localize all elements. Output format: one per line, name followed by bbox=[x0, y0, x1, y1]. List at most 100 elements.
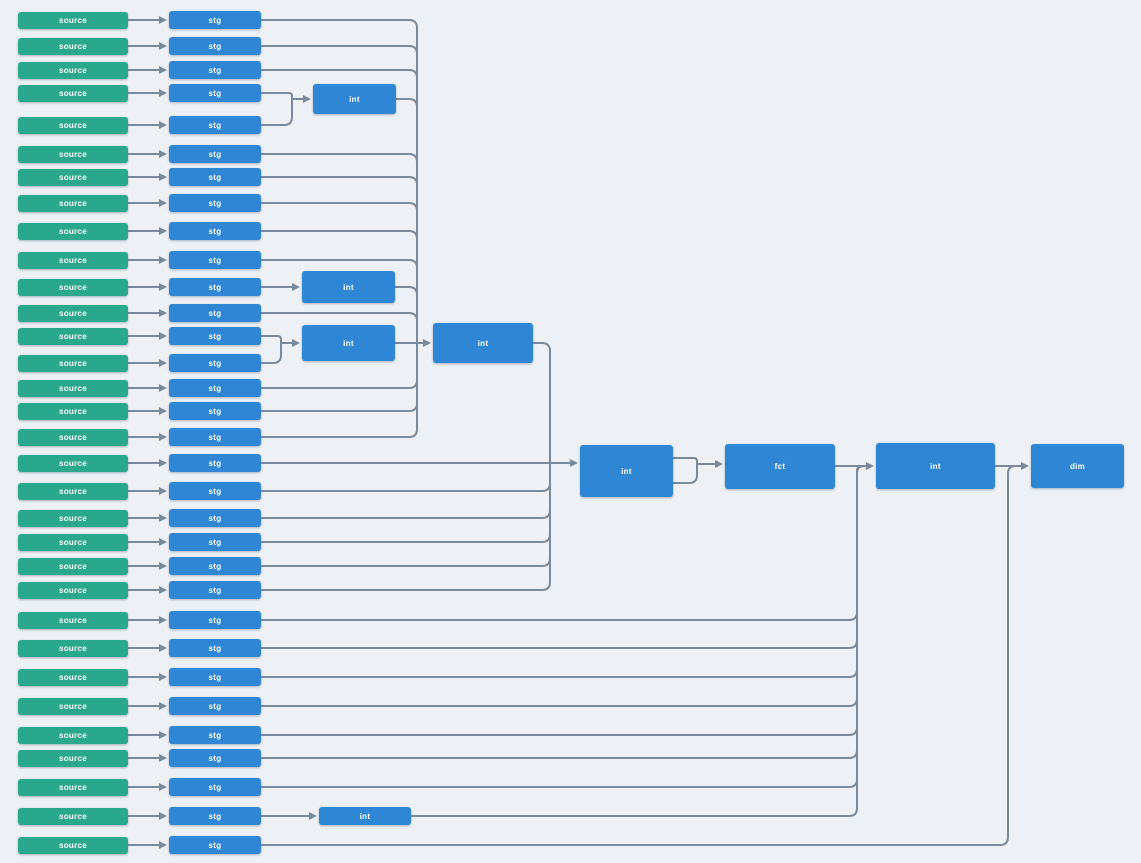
node-int-int7[interactable]: int bbox=[319, 807, 411, 825]
node-source-r24[interactable]: source bbox=[18, 612, 128, 629]
node-source-r2[interactable]: source bbox=[18, 38, 128, 55]
node-int-int2[interactable]: int bbox=[302, 271, 395, 303]
node-stg-r28[interactable]: stg bbox=[169, 726, 261, 744]
node-source-r15[interactable]: source bbox=[18, 380, 128, 397]
node-source-r7[interactable]: source bbox=[18, 169, 128, 186]
node-label: int bbox=[343, 338, 354, 348]
node-stg-r25[interactable]: stg bbox=[169, 639, 261, 657]
node-label: int bbox=[343, 282, 354, 292]
node-stg-r13[interactable]: stg bbox=[169, 327, 261, 345]
node-stg-r17[interactable]: stg bbox=[169, 428, 261, 446]
node-label: stg bbox=[208, 811, 222, 821]
node-source-r18[interactable]: source bbox=[18, 455, 128, 472]
node-stg-r15[interactable]: stg bbox=[169, 379, 261, 397]
node-stg-r24[interactable]: stg bbox=[169, 611, 261, 629]
edge-connector bbox=[261, 19, 418, 343]
node-stg-r18[interactable]: stg bbox=[169, 454, 261, 472]
node-source-r10[interactable]: source bbox=[18, 252, 128, 269]
edge-connector bbox=[261, 343, 418, 438]
node-stg-r4[interactable]: stg bbox=[169, 84, 261, 102]
node-source-r9[interactable]: source bbox=[18, 223, 128, 240]
node-source-r32[interactable]: source bbox=[18, 837, 128, 854]
node-source-r20[interactable]: source bbox=[18, 510, 128, 527]
node-stg-r9[interactable]: stg bbox=[169, 222, 261, 240]
node-stg-r20[interactable]: stg bbox=[169, 509, 261, 527]
node-source-r21[interactable]: source bbox=[18, 534, 128, 551]
node-source-r30[interactable]: source bbox=[18, 779, 128, 796]
node-source-r8[interactable]: source bbox=[18, 195, 128, 212]
node-label: stg bbox=[208, 358, 222, 368]
node-source-r1[interactable]: source bbox=[18, 12, 128, 29]
node-stg-r2[interactable]: stg bbox=[169, 37, 261, 55]
node-label: stg bbox=[208, 15, 222, 25]
node-stg-r3[interactable]: stg bbox=[169, 61, 261, 79]
node-source-r4[interactable]: source bbox=[18, 85, 128, 102]
node-stg-r29[interactable]: stg bbox=[169, 749, 261, 767]
node-int-int3[interactable]: int bbox=[302, 325, 395, 361]
node-source-r5[interactable]: source bbox=[18, 117, 128, 134]
node-label: stg bbox=[208, 840, 222, 850]
node-label: stg bbox=[208, 282, 222, 292]
node-int-int6[interactable]: int bbox=[876, 443, 995, 489]
node-label: source bbox=[58, 616, 88, 625]
node-source-r22[interactable]: source bbox=[18, 558, 128, 575]
node-stg-r21[interactable]: stg bbox=[169, 533, 261, 551]
node-source-r3[interactable]: source bbox=[18, 62, 128, 79]
node-source-r12[interactable]: source bbox=[18, 305, 128, 322]
node-source-r26[interactable]: source bbox=[18, 669, 128, 686]
node-source-r6[interactable]: source bbox=[18, 146, 128, 163]
node-source-r17[interactable]: source bbox=[18, 429, 128, 446]
node-stg-r31[interactable]: stg bbox=[169, 807, 261, 825]
edge-connector bbox=[411, 465, 869, 817]
node-source-r19[interactable]: source bbox=[18, 483, 128, 500]
node-stg-r5[interactable]: stg bbox=[169, 116, 261, 134]
node-label: source bbox=[58, 283, 88, 292]
edge-connector bbox=[261, 69, 418, 343]
node-label: source bbox=[58, 16, 88, 25]
node-stg-r1[interactable]: stg bbox=[169, 11, 261, 29]
node-stg-r22[interactable]: stg bbox=[169, 557, 261, 575]
node-label: stg bbox=[208, 753, 222, 763]
node-stg-r23[interactable]: stg bbox=[169, 581, 261, 599]
node-stg-r6[interactable]: stg bbox=[169, 145, 261, 163]
node-stg-r8[interactable]: stg bbox=[169, 194, 261, 212]
node-int-int1[interactable]: int bbox=[313, 84, 396, 114]
edge-connector bbox=[261, 465, 869, 707]
node-stg-r26[interactable]: stg bbox=[169, 668, 261, 686]
node-stg-r32[interactable]: stg bbox=[169, 836, 261, 854]
node-source-r31[interactable]: source bbox=[18, 808, 128, 825]
node-source-r29[interactable]: source bbox=[18, 750, 128, 767]
node-label: stg bbox=[208, 331, 222, 341]
node-stg-r10[interactable]: stg bbox=[169, 251, 261, 269]
node-label: stg bbox=[208, 585, 222, 595]
edge-connector bbox=[533, 342, 551, 463]
node-stg-r14[interactable]: stg bbox=[169, 354, 261, 372]
node-source-r23[interactable]: source bbox=[18, 582, 128, 599]
edge-connector bbox=[261, 463, 551, 543]
node-label: source bbox=[58, 433, 88, 442]
node-stg-r11[interactable]: stg bbox=[169, 278, 261, 296]
node-source-r11[interactable]: source bbox=[18, 279, 128, 296]
node-label: source bbox=[58, 644, 88, 653]
node-stg-r27[interactable]: stg bbox=[169, 697, 261, 715]
node-stg-r19[interactable]: stg bbox=[169, 482, 261, 500]
node-stg-r7[interactable]: stg bbox=[169, 168, 261, 186]
edge-connector bbox=[673, 457, 698, 464]
node-stg-r16[interactable]: stg bbox=[169, 402, 261, 420]
node-label: source bbox=[58, 459, 88, 468]
node-stg-r12[interactable]: stg bbox=[169, 304, 261, 322]
edge-connector bbox=[261, 465, 869, 678]
node-fct-fct1[interactable]: fct bbox=[725, 444, 835, 489]
node-stg-r30[interactable]: stg bbox=[169, 778, 261, 796]
node-source-r13[interactable]: source bbox=[18, 328, 128, 345]
node-source-r14[interactable]: source bbox=[18, 355, 128, 372]
node-label: source bbox=[58, 731, 88, 740]
node-label: source bbox=[58, 150, 88, 159]
node-source-r16[interactable]: source bbox=[18, 403, 128, 420]
node-source-r25[interactable]: source bbox=[18, 640, 128, 657]
node-int-int5[interactable]: int bbox=[580, 445, 673, 497]
node-source-r28[interactable]: source bbox=[18, 727, 128, 744]
node-int-int4[interactable]: int bbox=[433, 323, 533, 363]
node-source-r27[interactable]: source bbox=[18, 698, 128, 715]
node-dim-dim1[interactable]: dim bbox=[1031, 444, 1124, 488]
